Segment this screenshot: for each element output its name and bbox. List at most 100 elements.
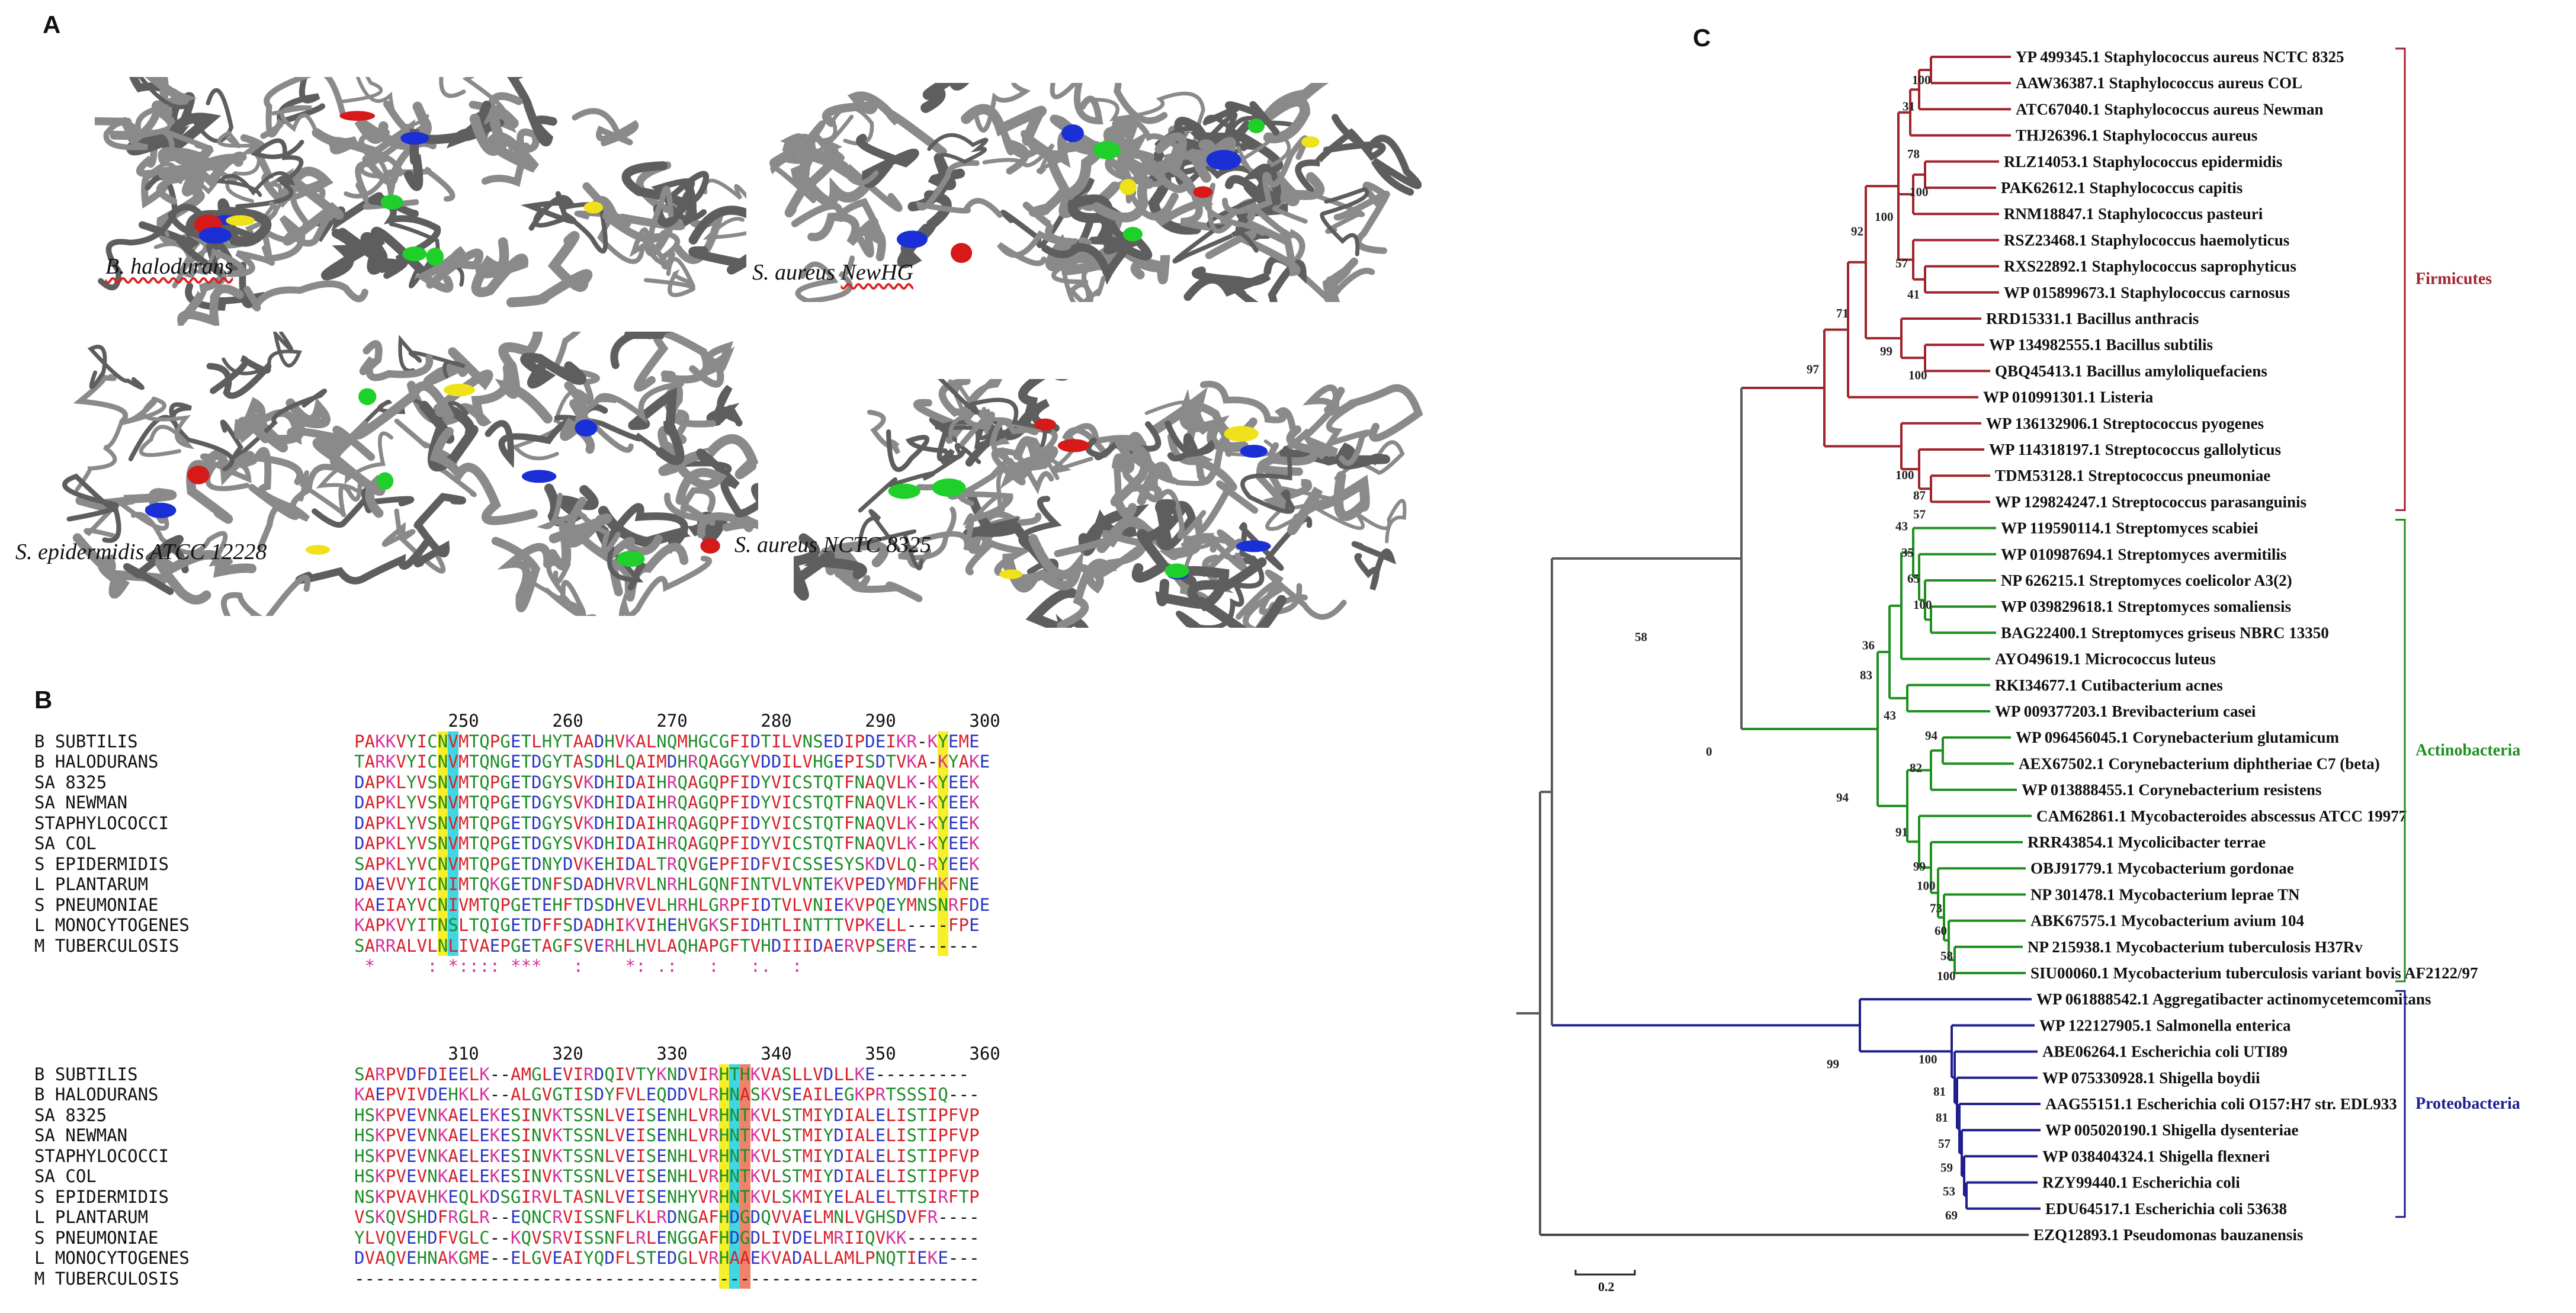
bootstrap-value: 100 bbox=[1919, 1052, 1937, 1067]
ribbon-segment bbox=[1155, 557, 1267, 609]
ribbon-segment bbox=[243, 280, 368, 312]
bootstrap-value: 58 bbox=[1635, 630, 1647, 644]
phylogenetic-tree: YP 499345.1 Staphylococcus aureus NCTC 8… bbox=[1516, 47, 2520, 1291]
ribbon-segment bbox=[664, 487, 716, 526]
species-label-s-epidermidis: S. epidermidis ATCC 12228 bbox=[15, 540, 267, 564]
ribbon-segment bbox=[103, 104, 169, 150]
ribbon-segment bbox=[344, 156, 403, 199]
ribbon-segment bbox=[359, 340, 434, 381]
clade-label-proteobacteria: Proteobacteria bbox=[2415, 1094, 2520, 1113]
taxon-label: YP 499345.1 Staphylococcus aureus NCTC 8… bbox=[2016, 48, 2344, 66]
taxon-label: AYO49619.1 Micrococcus luteus bbox=[1995, 650, 2216, 668]
ribbon-segment bbox=[1131, 499, 1176, 583]
ribbon-segment bbox=[1204, 101, 1280, 136]
sequence-name: SA 8325 bbox=[34, 772, 107, 792]
bootstrap-value: 35 bbox=[1901, 545, 1914, 560]
structure-b-halodurans bbox=[95, 77, 746, 326]
panel-label-c: C bbox=[1693, 24, 1711, 52]
sequence-name: S PNEUMONIAE bbox=[34, 894, 159, 915]
active-site-residue bbox=[999, 569, 1023, 579]
bootstrap-value: 100 bbox=[1937, 969, 1956, 983]
active-site-residue bbox=[1119, 179, 1137, 195]
taxon-label: NP 626215.1 Streptomyces coelicolor A3(2… bbox=[2001, 572, 2292, 589]
ribbon-segment bbox=[537, 493, 621, 554]
bootstrap-value: 69 bbox=[1945, 1208, 1958, 1222]
ribbon-segment bbox=[1110, 439, 1150, 519]
ribbon-segment bbox=[1050, 114, 1125, 158]
taxon-label: RRR43854.1 Mycolicibacter terrae bbox=[2028, 833, 2266, 851]
ribbon-segment bbox=[1000, 129, 1041, 175]
ribbon-segment bbox=[235, 138, 304, 209]
ribbon-segment bbox=[404, 101, 492, 191]
ruler-tick-label: 340 bbox=[761, 1044, 792, 1064]
active-site-residue bbox=[400, 131, 429, 145]
bootstrap-value: 57 bbox=[1895, 256, 1908, 271]
ribbon-segment bbox=[867, 409, 901, 455]
ribbon-segment bbox=[657, 425, 727, 505]
ribbon-segment bbox=[200, 453, 258, 492]
sequence: SAPKLYVCNVMTQPGETDNYDVKEHIDALTRQVGEPFIDF… bbox=[354, 853, 980, 874]
taxon-label: NP 301478.1 Mycobacterium leprae TN bbox=[2030, 885, 2300, 903]
ribbon-segment bbox=[321, 227, 429, 281]
ribbon-segment bbox=[1057, 558, 1118, 628]
ribbon-segment bbox=[260, 77, 347, 139]
sequence-name: S EPIDERMIDIS bbox=[34, 853, 169, 874]
ribbon-segment bbox=[206, 355, 271, 399]
clade-label-actinobacteria: Actinobacteria bbox=[2415, 741, 2520, 759]
bootstrap-value: 83 bbox=[1860, 668, 1872, 682]
bootstrap-value: 78 bbox=[1907, 147, 1920, 161]
sequence: HSKPVEVNKAELEKESINVKTSSNLVEISENHLVRHNTKV… bbox=[354, 1166, 980, 1187]
structure-s-aureus-newhg bbox=[752, 83, 1422, 302]
ribbon-segment bbox=[769, 144, 874, 207]
ribbon-segment bbox=[696, 448, 758, 518]
bootstrap-value: 57 bbox=[1913, 507, 1926, 521]
taxon-label: WP 005020190.1 Shigella dysenteriae bbox=[2045, 1121, 2299, 1139]
ribbon-segment bbox=[1183, 480, 1259, 553]
ruler-tick-label: 330 bbox=[656, 1044, 688, 1064]
taxon-label: EZQ12893.1 Pseudomonas bauzanensis bbox=[2033, 1226, 2303, 1244]
ribbon-segment bbox=[689, 341, 735, 388]
taxon-label: WP 122127905.1 Salmonella enterica bbox=[2039, 1016, 2291, 1034]
ribbon-segment bbox=[794, 533, 867, 601]
sequence: DAPKLYVSNVMTQPGETDGYSVKDHIDAIHRQAGQPFIDY… bbox=[354, 792, 980, 813]
bootstrap-value: 53 bbox=[1943, 1184, 1955, 1199]
ribbon-segment bbox=[1319, 397, 1372, 466]
sequence: DAPKLYVSNVMTQPGETDGYSVKDHIDAIHRQAGQPFIDY… bbox=[354, 813, 980, 833]
ribbon-segment bbox=[98, 174, 178, 291]
alignment-row: S EPIDERMIDIS SAPKLYVCNVMTQPGETDNYDVKEHID… bbox=[34, 853, 990, 874]
ribbon-segment bbox=[948, 379, 992, 440]
clade-bracket bbox=[2395, 519, 2406, 983]
ribbon-segment bbox=[886, 429, 967, 472]
panel-label-b: B bbox=[34, 686, 53, 714]
bootstrap-value: 31 bbox=[1903, 99, 1915, 113]
active-site-residue bbox=[1247, 118, 1265, 133]
ribbon-segment bbox=[974, 83, 1079, 133]
active-site-residue bbox=[145, 502, 177, 518]
ribbon-segment bbox=[1024, 436, 1093, 480]
ribbon-segment bbox=[1092, 156, 1176, 223]
taxon-label: WP 009377203.1 Brevibacterium casei bbox=[1995, 702, 2256, 720]
ribbon-segment bbox=[634, 332, 711, 392]
ribbon-segment bbox=[156, 147, 211, 205]
active-site-residue bbox=[888, 483, 920, 499]
sequence: SARPVDFDIEELK--AMGLEVIRDQIVTYKNDVIRHTHKV… bbox=[354, 1064, 969, 1084]
taxon-label: AEX67502.1 Corynebacterium diphtheriae C… bbox=[2019, 755, 2380, 772]
active-site-residue bbox=[1206, 150, 1242, 171]
ribbon-segment bbox=[618, 556, 713, 616]
ribbon-segment bbox=[822, 91, 947, 156]
taxon-label: WP 114318197.1 Streptococcus gallolyticu… bbox=[1989, 441, 2281, 458]
ribbon-segment bbox=[155, 550, 256, 605]
ribbon-segment bbox=[1351, 541, 1397, 590]
